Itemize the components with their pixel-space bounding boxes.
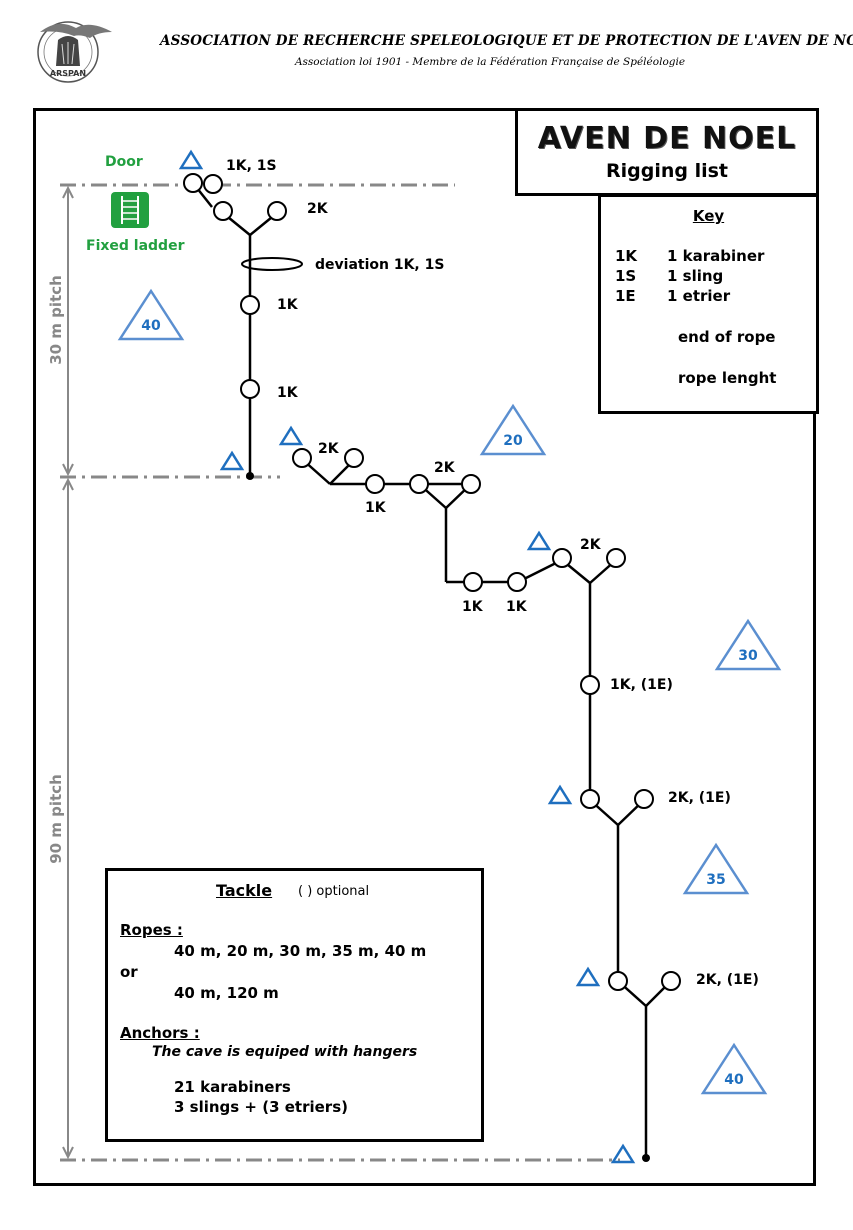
- ladder-icon: [111, 192, 149, 228]
- anchor-label: 2K: [434, 460, 455, 476]
- rope-length-icon: [682, 842, 750, 895]
- tackle-optional-note: ( ) optional: [298, 884, 370, 899]
- anchor-ring: [267, 201, 287, 221]
- anchor-label: 1K, 1S: [226, 158, 277, 174]
- anchor-ring: [463, 572, 483, 592]
- rope-length-icon: [700, 1042, 768, 1095]
- ropes-option-1: 40 m, 20 m, 30 m, 35 m, 40 m: [174, 942, 427, 960]
- rope-length-value: 40: [724, 1072, 744, 1088]
- anchor-ring: [552, 548, 572, 568]
- pitch-guides: [60, 183, 620, 1162]
- anchor-ring: [580, 789, 600, 809]
- fixed-ladder-label: Fixed ladder: [86, 238, 185, 254]
- anchor-label: 2K: [307, 201, 328, 217]
- deviation-label: deviation 1K, 1S: [315, 257, 445, 273]
- diagram-frame: [33, 108, 816, 1186]
- anchor-label: 1K: [365, 500, 386, 516]
- anchors-heading: Anchors :: [120, 1024, 200, 1042]
- end-of-rope-icon: [178, 149, 204, 170]
- rope-length-icon: [117, 288, 185, 341]
- rope-length-value: 20: [503, 433, 523, 449]
- anchor-label: 2K: [580, 537, 601, 553]
- rope-length-value: 40: [141, 318, 161, 334]
- arspan-logo: ARSPAN: [37, 21, 112, 83]
- ropes-heading: Ropes :: [120, 921, 183, 939]
- anchor-label: 1K: [462, 599, 483, 615]
- anchor-ring: [240, 379, 260, 399]
- pitch-arrows: [62, 185, 74, 1160]
- page-header: ARSPAN ASSOCIATION DE RECHERCHE SPELEOLO…: [0, 0, 853, 100]
- ropes-or: or: [120, 963, 138, 981]
- end-of-rope-icon: [610, 1143, 636, 1164]
- anchor-label: 1K: [277, 297, 298, 313]
- end-of-rope-icon: [547, 784, 573, 805]
- end-of-rope-icon: [219, 450, 245, 471]
- anchor-label: 2K, (1E): [696, 972, 759, 988]
- karabiners-count: 21 karabiners: [174, 1078, 291, 1096]
- anchor-ring: [634, 789, 654, 809]
- rope-length-value: 30: [738, 648, 758, 664]
- anchor-ring: [409, 474, 429, 494]
- anchor-ring: [344, 448, 364, 468]
- association-title: ASSOCIATION DE RECHERCHE SPELEOLOGIQUE E…: [160, 33, 853, 49]
- anchor-ring: [580, 675, 600, 695]
- anchor-ring: [292, 448, 312, 468]
- anchor-ring: [365, 474, 385, 494]
- end-of-rope-markers: [178, 149, 636, 1164]
- rope-end-dot: [642, 1154, 650, 1162]
- rope-end-dot: [246, 472, 254, 480]
- anchor-ring: [240, 295, 260, 315]
- pitch-label-30m: 30 m pitch: [47, 275, 65, 365]
- anchor-ring: [183, 173, 203, 193]
- key-end-of-rope-label: end of rope: [678, 328, 776, 346]
- key-title: Key: [692, 207, 725, 225]
- end-of-rope-icon: [526, 530, 552, 551]
- logo-text: ARSPAN: [50, 69, 86, 78]
- rope-length-icon: [479, 403, 547, 456]
- deviation-ring: [241, 257, 303, 271]
- anchor-label: 1K: [277, 385, 298, 401]
- title-box: AVEN DE NOEL Rigging list: [515, 108, 819, 196]
- rope-length-markers: [117, 288, 782, 1095]
- rigging-list-title: Rigging list: [605, 160, 728, 182]
- pitch-label-90m: 90 m pitch: [47, 774, 65, 864]
- tackle-title: Tackle: [216, 881, 273, 900]
- anchor-ring: [608, 971, 628, 991]
- anchor-label: 2K, (1E): [668, 790, 731, 806]
- anchor-label: 2K: [318, 441, 339, 457]
- end-of-rope-icon: [575, 966, 601, 987]
- end-of-rope-icon: [278, 425, 304, 446]
- anchor-ring: [661, 971, 681, 991]
- rope-length-icon: [714, 618, 782, 671]
- anchors-note: The cave is equiped with hangers: [152, 1044, 418, 1060]
- ropes-option-2: 40 m, 120 m: [174, 984, 279, 1002]
- anchors: [183, 173, 681, 991]
- anchor-ring: [606, 548, 626, 568]
- key-rope-length-label: rope lenght: [678, 369, 777, 387]
- anchor-label: 1K: [506, 599, 527, 615]
- association-subtitle: Association loi 1901 - Membre de la Fédé…: [294, 56, 686, 68]
- door-label: Door: [105, 154, 143, 170]
- anchor-ring: [507, 572, 527, 592]
- anchor-ring: [461, 474, 481, 494]
- anchor-ring: [203, 174, 223, 194]
- slings-count: 3 slings + (3 etriers): [174, 1098, 348, 1116]
- cave-name: AVEN DE NOEL: [537, 121, 797, 156]
- anchor-ring: [213, 201, 233, 221]
- anchor-label: 1K, (1E): [610, 677, 673, 693]
- rope-length-value: 35: [706, 872, 725, 888]
- tackle-box: Tackle ( ) optional Ropes : 40 m, 20 m, …: [105, 868, 484, 1142]
